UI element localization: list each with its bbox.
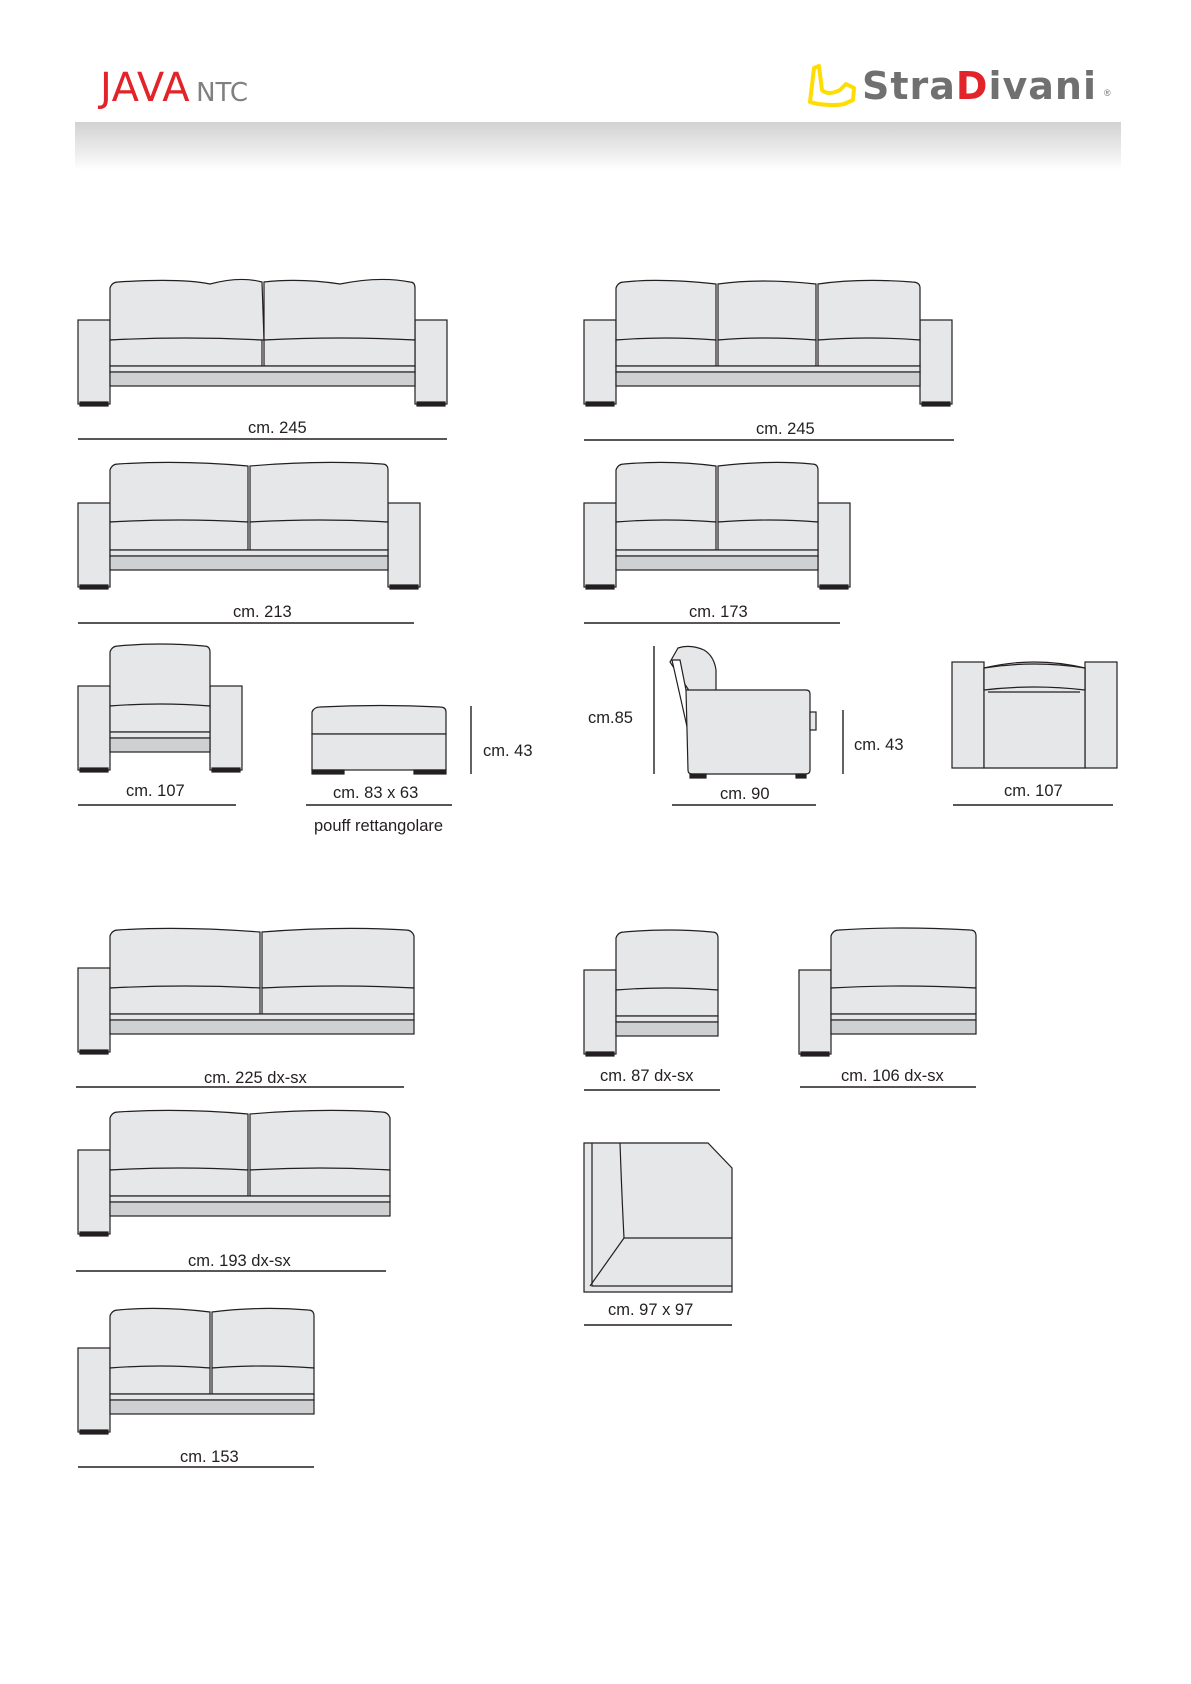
- dimension-label: cm. 90: [720, 785, 770, 803]
- dimension-label: cm. 87 dx-sx: [600, 1067, 694, 1085]
- dimension-label: cm. 97 x 97: [608, 1301, 694, 1319]
- dimension-label: cm. 193 dx-sx: [188, 1252, 291, 1270]
- module-106-drawing: [798, 927, 977, 1057]
- side-view-drawing: [669, 645, 817, 779]
- dimension-label: cm. 107: [126, 782, 185, 800]
- dimension-label: cm. 107: [1004, 782, 1063, 800]
- stradivani-logo: StraDivani ®: [806, 60, 1116, 110]
- model-name: JAVA: [100, 65, 191, 111]
- model-line: NTC: [196, 78, 249, 108]
- module-153-drawing: [77, 1307, 315, 1435]
- sofa-245-two-seat-drawing: [77, 278, 448, 407]
- header-gradient-band: [75, 122, 1121, 170]
- sofa-245-three-seat-drawing: [583, 279, 953, 407]
- dimension-label: cm. 245: [756, 420, 815, 438]
- dimension-label: cm.85: [588, 709, 633, 727]
- armchair-107-drawing: [77, 643, 243, 773]
- dimension-label: cm. 43: [483, 742, 533, 760]
- brand-name: StraDivani: [862, 64, 1097, 108]
- chair-logo-icon: [808, 64, 856, 107]
- dimension-label: cm. 213: [233, 603, 292, 621]
- pouf-caption: pouff rettangolare: [314, 817, 444, 835]
- dimension-label: cm. 173: [689, 603, 748, 621]
- sofa-173-drawing: [583, 461, 851, 590]
- top-view-107-drawing: [951, 661, 1118, 769]
- dimension-label: cm. 106 dx-sx: [841, 1067, 944, 1085]
- dimension-label: cm. 225 dx-sx: [204, 1069, 307, 1087]
- module-193-drawing: [77, 1109, 391, 1237]
- module-225-drawing: [77, 927, 415, 1055]
- pouf-drawing: [311, 704, 447, 775]
- sofa-213-drawing: [77, 461, 421, 590]
- dimension-label: cm. 43: [854, 736, 904, 754]
- dimension-label: cm. 153: [180, 1448, 239, 1466]
- dimension-label: cm. 83 x 63: [333, 784, 419, 802]
- module-87-drawing: [583, 929, 719, 1057]
- dimension-label: cm. 245: [248, 419, 307, 437]
- registered-mark: ®: [1104, 88, 1111, 98]
- corner-97-drawing: [583, 1142, 733, 1293]
